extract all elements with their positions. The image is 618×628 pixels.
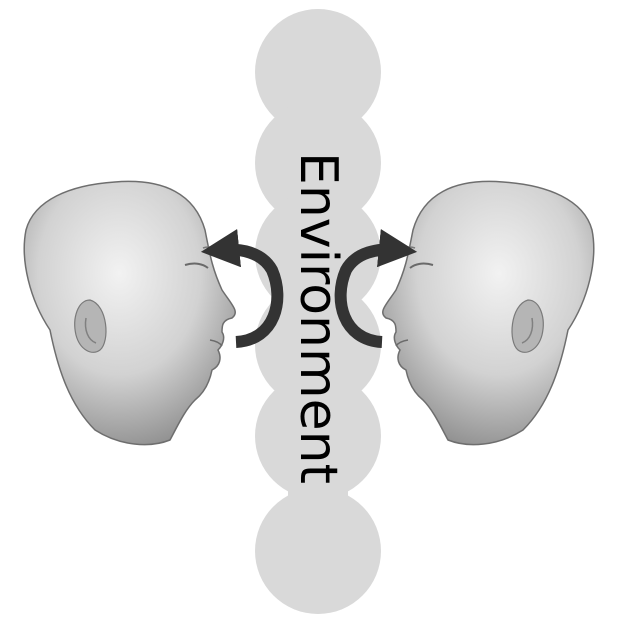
environment-label: Environment (288, 152, 348, 484)
left-head-icon (24, 181, 235, 444)
left-curved-arrow-icon (220, 250, 277, 342)
right-head-icon (383, 181, 594, 444)
